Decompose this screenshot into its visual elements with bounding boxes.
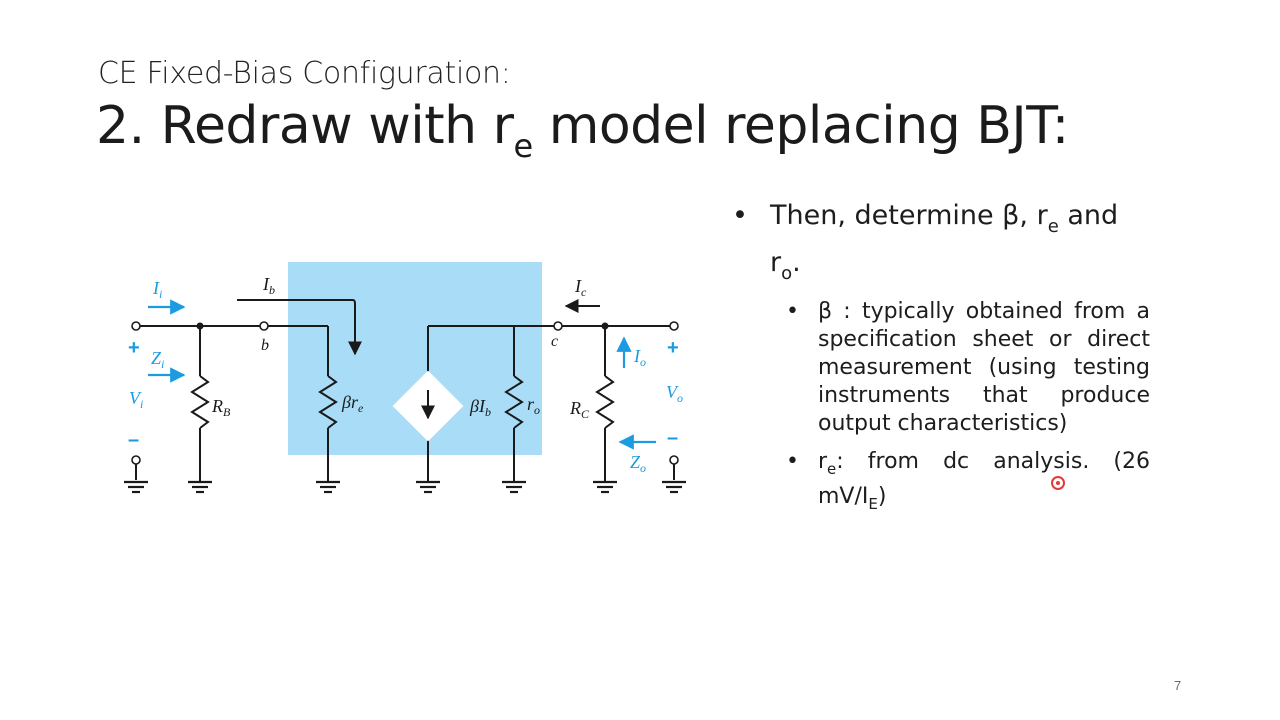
label-c: c [551,333,558,350]
sub-bullet-re: • re: from dc analysis. (26 mV/IE) [786,449,1150,513]
bullet-dot-icon: • [786,449,799,474]
label-ib: Ib [262,274,275,297]
label-ro: ro [527,394,540,417]
label-rb: RB [211,396,231,419]
sub-bullet-list: • β : typically obtained from a specific… [732,298,1150,518]
label-io: Io [633,346,646,369]
sub-bullet-beta: • β : typically obtained from a specific… [786,299,1150,436]
label-ii: Ii [152,278,162,301]
label-vo: Vo [666,382,683,405]
label-rc: RC [569,398,590,421]
label-beta-re: βre [341,392,364,415]
slide-subtitle: CE Fixed-Bias Configuration: [98,56,511,91]
label-zi: Zi [151,348,164,371]
bullet-dot-icon: • [732,200,748,231]
label-vi: Vi [129,388,143,411]
label-beta-ib: βIb [469,396,491,419]
re-model-circuit-diagram: Ii Zi Vi Ib b RB βre βIb ro Ic c Io RC V… [124,262,686,494]
laser-pointer-icon [1051,476,1065,490]
bullet-determine-parameters: • Then, determine β, re and ro. [732,200,1119,284]
label-b: b [261,337,269,354]
input-minus: – [128,429,139,451]
bullet-list: • Then, determine β, re and ro. • β : ty… [732,198,1150,528]
ground-symbols [124,480,686,494]
label-zo: Zo [630,452,646,475]
slide-title: 2. Redraw with re model replacing BJT: [96,96,1069,165]
input-plus: + [128,337,140,359]
output-plus: + [667,337,679,359]
label-ic: Ic [574,276,587,299]
page-number: 7 [1174,678,1182,693]
output-minus: – [667,427,678,449]
bullet-dot-icon: • [786,299,799,324]
